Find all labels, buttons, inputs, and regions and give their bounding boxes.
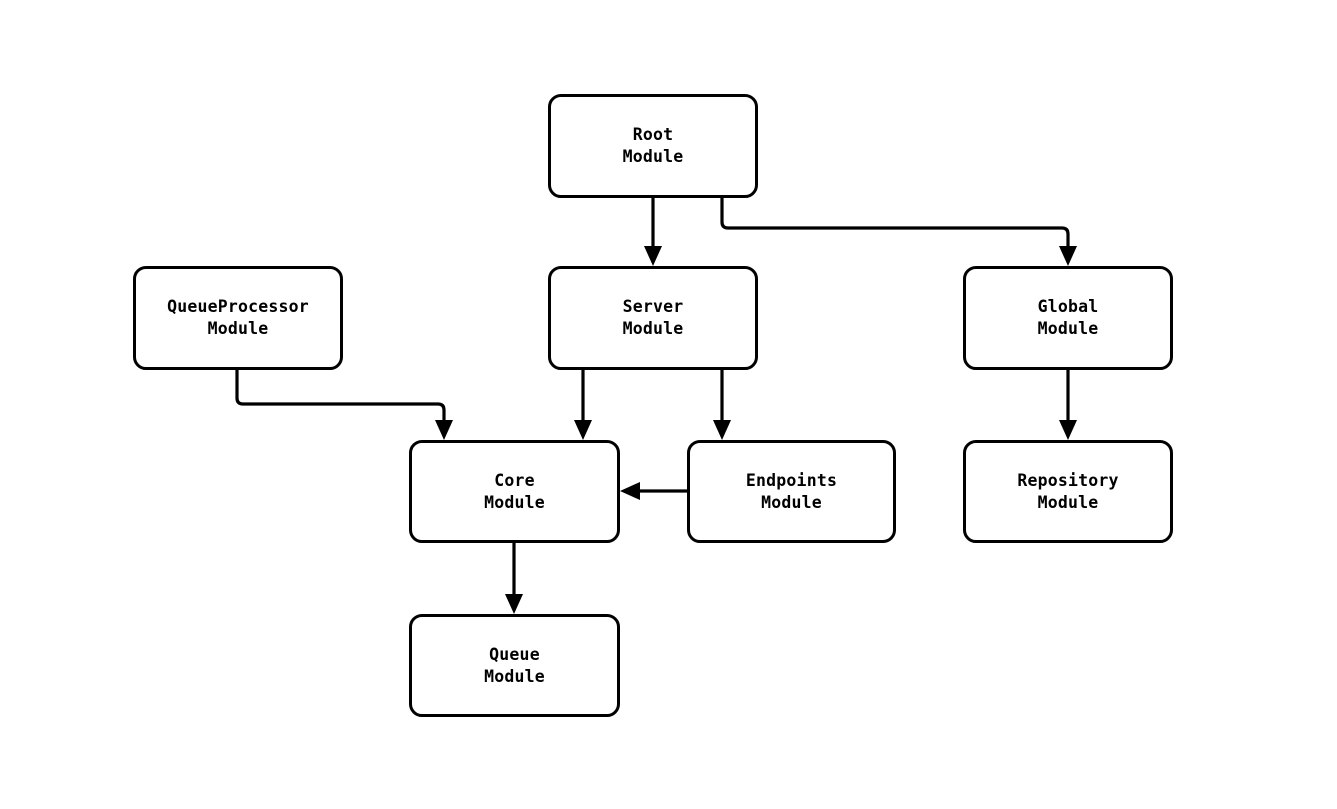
edge-core-to-queue — [505, 543, 523, 614]
node-label-queue: Queue Module — [484, 644, 545, 686]
node-server[interactable]: Server Module — [548, 266, 758, 370]
arrowhead-icon — [435, 420, 453, 440]
arrowhead-icon — [644, 246, 662, 266]
arrowhead-icon — [1059, 420, 1077, 440]
edge-line — [235, 370, 446, 426]
node-core[interactable]: Core Module — [409, 440, 620, 543]
node-label-repository: Repository Module — [1017, 470, 1119, 512]
edge-endpoints-to-core — [620, 482, 687, 500]
arrowhead-icon — [574, 420, 592, 440]
arrowhead-icon — [620, 482, 640, 500]
node-global[interactable]: Global Module — [963, 266, 1173, 370]
node-label-global: Global Module — [1037, 297, 1099, 338]
node-root[interactable]: Root Module — [548, 94, 758, 198]
edge-server-to-core — [574, 370, 592, 440]
edge-server-to-endpoints — [713, 370, 731, 440]
arrowhead-icon — [713, 420, 731, 440]
node-label-core: Core Module — [484, 470, 545, 512]
edge-root-to-global — [720, 198, 1077, 266]
node-endpoints[interactable]: Endpoints Module — [687, 440, 896, 543]
node-repository[interactable]: Repository Module — [963, 440, 1173, 543]
node-queueprocessor[interactable]: QueueProcessor Module — [133, 266, 343, 370]
node-label-server: Server Module — [622, 297, 684, 338]
node-label-queueprocessor: QueueProcessor Module — [167, 297, 309, 338]
edge-line — [720, 198, 1070, 252]
node-label-root: Root Module — [622, 125, 684, 166]
edge-root-to-server — [644, 198, 662, 266]
arrowhead-icon — [1059, 246, 1077, 266]
edge-queueprocessor-to-core — [235, 370, 453, 440]
node-queue[interactable]: Queue Module — [409, 614, 620, 717]
arrowhead-icon — [505, 594, 523, 614]
node-label-endpoints: Endpoints Module — [745, 470, 838, 512]
edge-global-to-repository — [1059, 370, 1077, 440]
